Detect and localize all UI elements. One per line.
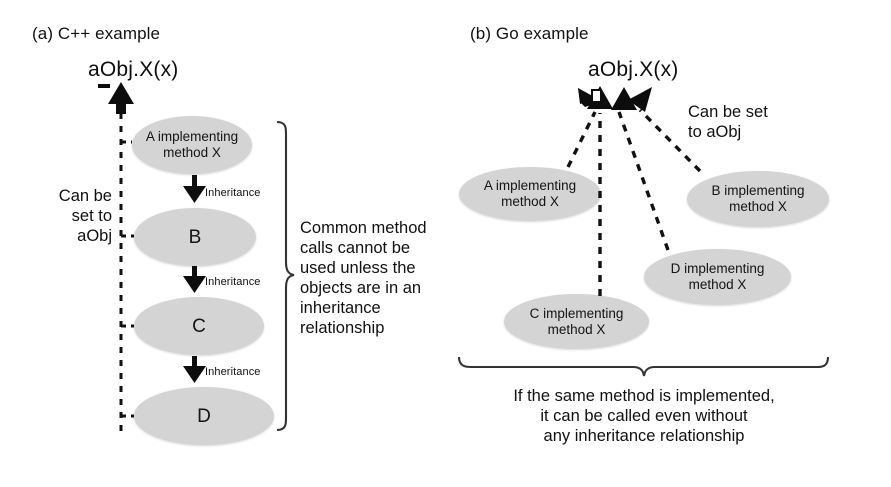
node-c-go-label: C implementing method X xyxy=(529,305,624,337)
panel-a-left-note: Can be set to aObj xyxy=(58,187,112,245)
panel-b-bottom-note: If the same method is implemented, it ca… xyxy=(513,387,775,445)
panel-a-call-label: aObj.X(x) xyxy=(88,58,179,81)
panel-a-right-note: Common method calls cannot be used unles… xyxy=(300,219,427,337)
node-c-cpp[interactable]: C xyxy=(134,297,264,355)
panel-a-title: (a) C++ example xyxy=(32,24,161,43)
node-b-go-label: B implementing method X xyxy=(711,183,805,214)
inheritance-arrow-bc xyxy=(183,266,206,293)
inheritance-label-ab: Inheritance xyxy=(205,187,261,199)
node-a-go[interactable]: A implementing method X xyxy=(459,167,601,221)
node-a-go-label: A implementing method X xyxy=(483,178,577,209)
node-a-cpp[interactable]: A implementing method X xyxy=(132,116,252,174)
node-a-cpp-label: A implementing method X xyxy=(145,129,239,160)
panel-a-call-arrow xyxy=(98,82,134,114)
node-d-go[interactable]: D implementing method X xyxy=(644,249,791,305)
node-b-cpp-label: B xyxy=(188,226,202,248)
inheritance-label-bc: Inheritance xyxy=(205,276,261,288)
node-c-cpp-label: C xyxy=(192,315,206,337)
node-b-cpp[interactable]: B xyxy=(134,208,256,266)
panel-b-call-label: aObj.X(x) xyxy=(588,58,679,81)
node-d-cpp-label: D xyxy=(197,405,211,427)
node-b-go[interactable]: B implementing method X xyxy=(687,171,829,227)
panel-b-side-note: Can be set to aObj xyxy=(688,103,768,141)
inheritance-arrow-ab xyxy=(183,175,206,203)
node-d-go-label: D implementing method X xyxy=(670,261,765,292)
panel-a-brace xyxy=(276,120,295,432)
node-c-go[interactable]: C implementing method X xyxy=(504,294,649,349)
inheritance-label-cd: Inheritance xyxy=(205,366,261,378)
inheritance-arrow-cd xyxy=(183,356,206,383)
panel-b-title: (b) Go example xyxy=(470,24,589,43)
panel-b-brace xyxy=(457,356,830,377)
node-d-cpp[interactable]: D xyxy=(134,387,274,445)
